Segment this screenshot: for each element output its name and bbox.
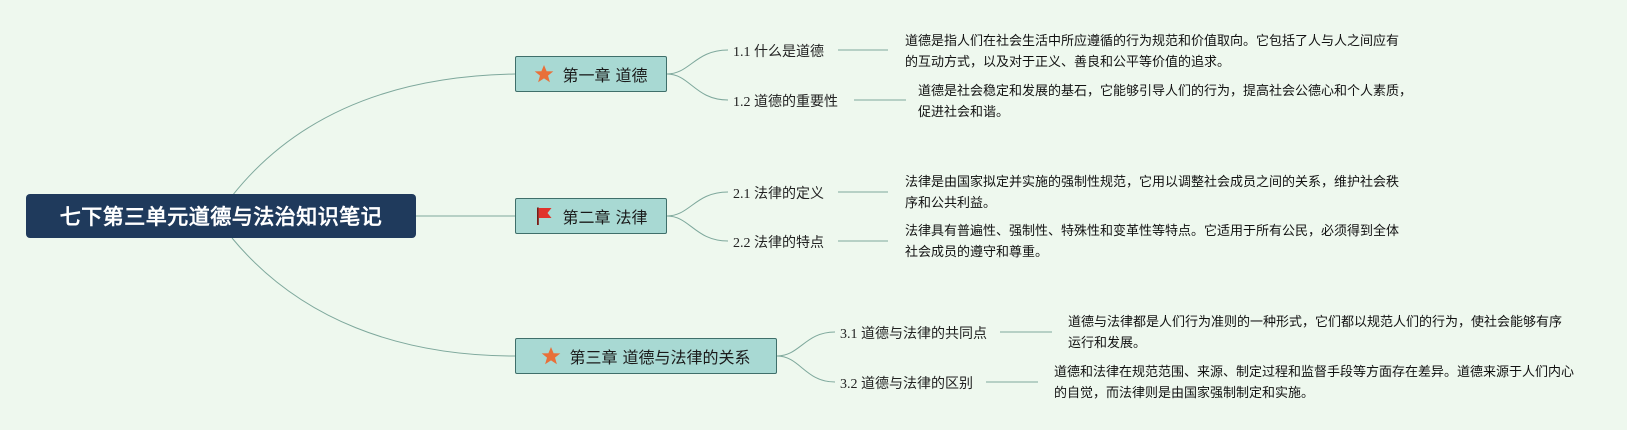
root-node[interactable]: 七下第三单元道德与法治知识笔记: [26, 194, 416, 238]
chapter-label: 第三章 道德与法律的关系: [569, 348, 751, 367]
root-title: 七下第三单元道德与法治知识笔记: [59, 205, 383, 229]
topic-2-1-description: 法律是由国家拟定并实施的强制性规范，它用以调整社会成员之间的关系，维护社会秩序和…: [905, 175, 1400, 211]
topic-1-1-description: 道德是指人们在社会生活中所应遵循的行为规范和价值取向。它包括了人与人之间应有的互…: [905, 34, 1400, 70]
topic-2-1[interactable]: 2.1 法律的定义: [733, 183, 824, 203]
topic-3-1[interactable]: 3.1 道德与法律的共同点: [840, 323, 987, 343]
topic-2-2-description: 法律具有普遍性、强制性、特殊性和变革性等特点。它适用于所有公民，必须得到全体社会…: [905, 224, 1400, 260]
flag-icon: [534, 206, 554, 226]
topic-1-2-description: 道德是社会稳定和发展的基石，它能够引导人们的行为，提高社会公德心和个人素质，促进…: [918, 84, 1413, 120]
topic-3-2-description: 道德和法律在规范范围、来源、制定过程和监督手段等方面存在差异。道德来源于人们内心…: [1054, 365, 1575, 401]
topic-label: 3.1 道德与法律的共同点: [840, 327, 987, 342]
topic-label: 2.2 法律的特点: [733, 236, 824, 251]
link-root-chapter-3: [231, 237, 516, 357]
topic-3-2[interactable]: 3.2 道德与法律的区别: [840, 373, 973, 393]
star-icon: [541, 346, 561, 366]
topic-1-1[interactable]: 1.1 什么是道德: [733, 41, 824, 61]
topic-label: 2.1 法律的定义: [733, 187, 824, 202]
topic-label: 3.2 道德与法律的区别: [840, 377, 973, 392]
link-ch2-topic-1: [666, 191, 729, 217]
link-ch3-topic-2: [776, 355, 836, 383]
link-root-chapter-1: [231, 73, 516, 197]
chapter-node-law[interactable]: 第二章 法律: [515, 198, 667, 234]
chapter-node-morality[interactable]: 第一章 道德: [515, 56, 667, 92]
link-ch2-topic-2: [666, 215, 729, 242]
star-icon: [534, 64, 554, 84]
link-ch3-topic-1: [776, 331, 836, 357]
link-ch1-topic-2: [666, 73, 729, 101]
topic-label: 1.2 道德的重要性: [733, 95, 838, 110]
topic-2-2[interactable]: 2.2 法律的特点: [733, 232, 824, 252]
link-ch1-topic-1: [666, 49, 729, 75]
topic-label: 1.1 什么是道德: [733, 45, 824, 60]
chapter-label: 第一章 道德: [562, 66, 648, 85]
chapter-label: 第二章 法律: [562, 208, 648, 227]
topic-1-2[interactable]: 1.2 道德的重要性: [733, 91, 838, 111]
topic-3-1-description: 道德与法律都是人们行为准则的一种形式，它们都以规范人们的行为，使社会能够有序运行…: [1068, 315, 1563, 351]
chapter-node-relationship[interactable]: 第三章 道德与法律的关系: [515, 338, 777, 374]
